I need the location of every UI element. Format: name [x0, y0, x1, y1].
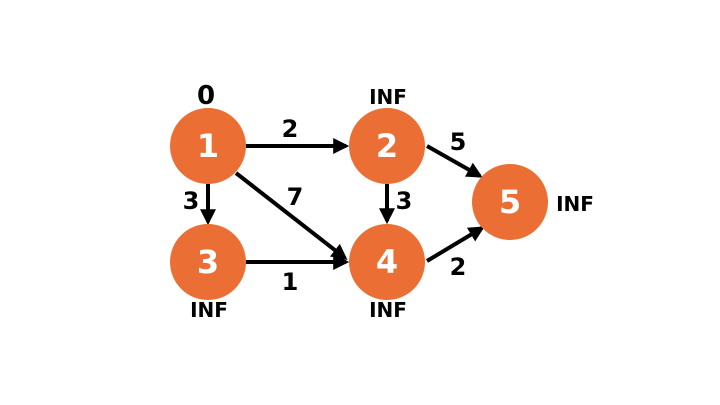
nodes: 1 2 3 4 5 [170, 108, 548, 300]
node-4-circle [349, 224, 425, 300]
weight-2-5: 5 [450, 128, 467, 156]
node-2-circle [349, 108, 425, 184]
weight-1-2: 2 [282, 115, 299, 143]
node-5-distance: INF [556, 192, 594, 216]
edge-2-5 [426, 144, 483, 178]
edge-4-5 [425, 226, 485, 263]
node-3: 3 [170, 224, 246, 300]
edges [200, 138, 485, 270]
edge-weights: 2 3 7 1 3 5 2 [183, 115, 467, 296]
node-4-distance: INF [369, 298, 407, 322]
distance-labels: 0 INF INF INF INF [190, 81, 594, 322]
node-1-label: 1 [197, 127, 219, 165]
node-5: 5 [472, 164, 548, 240]
node-5-label: 5 [499, 183, 521, 221]
node-3-circle [170, 224, 246, 300]
weight-2-4: 3 [396, 187, 413, 215]
node-2-label: 2 [376, 127, 398, 165]
node-1: 1 [170, 108, 246, 184]
weight-4-5: 2 [450, 253, 467, 281]
node-1-distance: 0 [197, 81, 215, 111]
node-3-label: 3 [197, 243, 219, 281]
node-1-circle [170, 108, 246, 184]
node-2-distance: INF [369, 85, 407, 109]
node-3-distance: INF [190, 298, 228, 322]
node-4: 4 [349, 224, 425, 300]
weight-1-3: 3 [183, 187, 200, 215]
node-2: 2 [349, 108, 425, 184]
node-4-label: 4 [376, 243, 398, 281]
edge-1-4 [234, 171, 348, 260]
node-5-circle [472, 164, 548, 240]
weight-3-4: 1 [282, 268, 299, 296]
weight-1-4: 7 [287, 183, 304, 211]
